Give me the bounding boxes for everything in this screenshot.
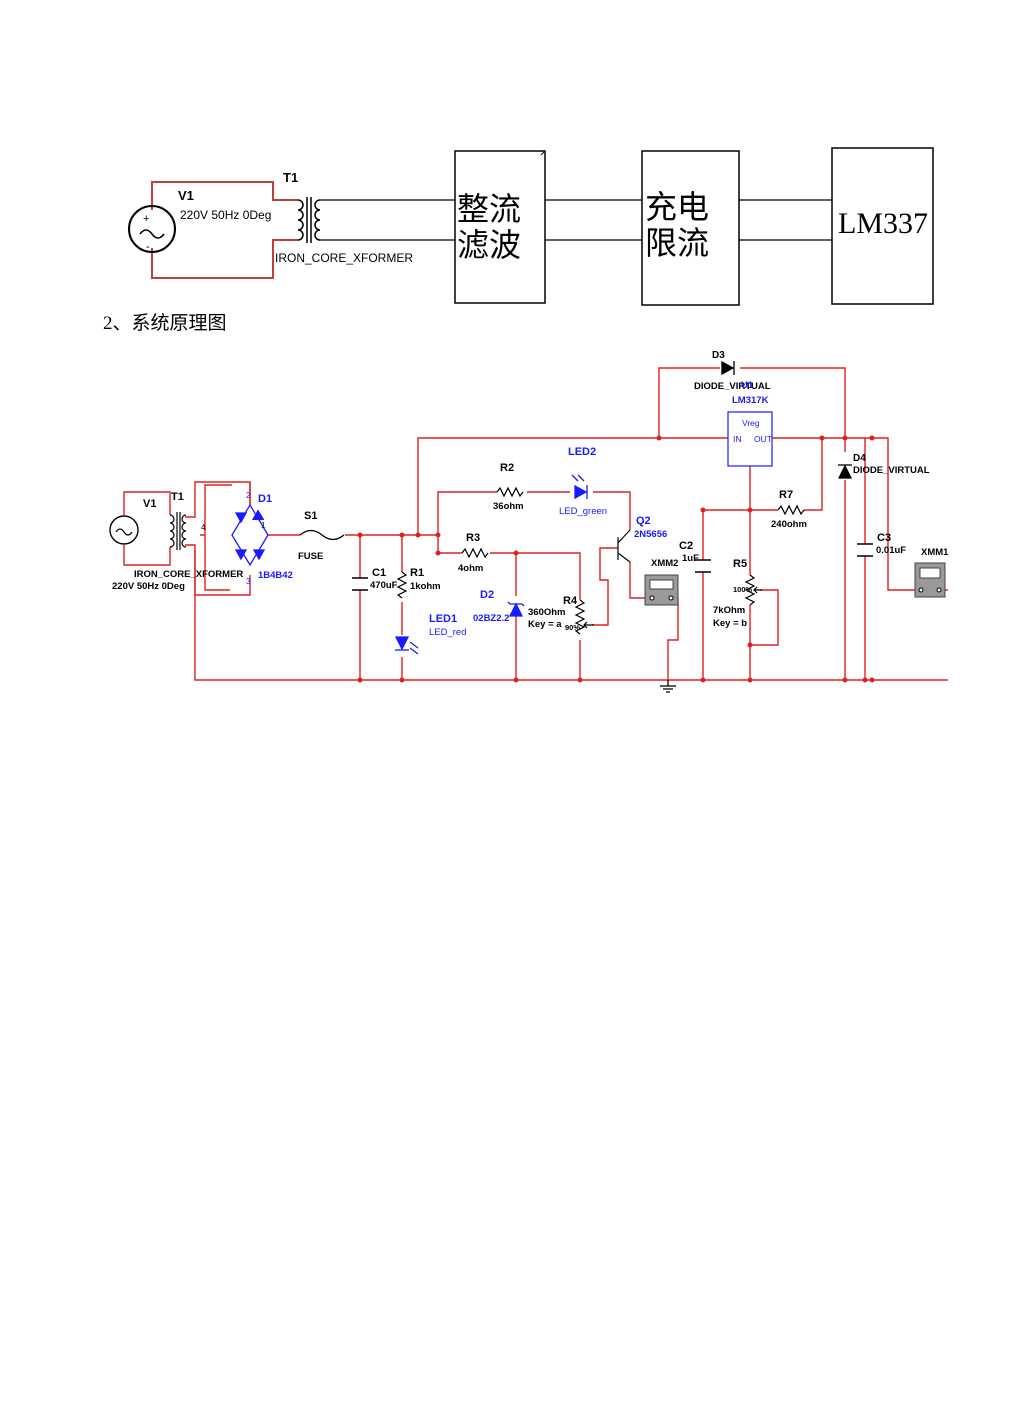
d1-label: D1 [258, 493, 272, 505]
r1-label: R1 [410, 567, 424, 579]
v1-value: 220V 50Hz 0Deg [112, 581, 185, 592]
c1-capacitor [352, 577, 368, 591]
u1-vreg: Vreg [742, 418, 760, 428]
d2-label: D2 [480, 589, 494, 601]
r4-potentiometer [574, 599, 586, 635]
c1-value: 470uF [370, 580, 398, 591]
svg-text:-: - [146, 241, 150, 253]
r2-resistor [496, 486, 524, 498]
rectifier-filter-line1: 整流 [457, 191, 521, 227]
c3-label: C3 [877, 532, 891, 544]
r5-percent: 100% [733, 585, 753, 594]
rectifier-filter-block [454, 150, 546, 304]
svg-text:+: + [143, 213, 149, 225]
v1-label: V1 [143, 498, 156, 510]
xmm1-label: XMM1 [921, 547, 949, 558]
r4-label: R4 [563, 595, 578, 607]
r7-label: R7 [779, 489, 793, 501]
r5-key: Key = b [713, 618, 747, 629]
block-connectors [320, 199, 832, 241]
d2-zener-symbol [507, 601, 525, 617]
q2-model: 2N5656 [634, 529, 667, 540]
d3-diode-symbol [721, 360, 735, 376]
u1-out-pin: OUT [754, 434, 772, 444]
led2-label: LED2 [568, 446, 596, 458]
r4-value: 360Ohm [528, 607, 566, 618]
d2-model: 02BZ2.2 [473, 613, 509, 624]
c3-capacitor [857, 543, 873, 557]
led1-model: LED_red [429, 627, 467, 638]
r3-label: R3 [466, 532, 480, 544]
bridge-rectifier-symbol [231, 503, 269, 567]
d3-label: D3 [712, 350, 725, 361]
transformer-symbol [297, 197, 321, 243]
lm317-regulator [727, 411, 773, 467]
charge-limit-line2: 限流 [645, 225, 709, 261]
d4-label: D4 [853, 453, 866, 464]
r7-value: 240ohm [771, 519, 807, 530]
charge-limit-line1: 充电 [645, 189, 709, 225]
svg-text:3: 3 [246, 577, 251, 586]
ac-source-symbol [109, 515, 139, 545]
t1-model: IRON_CORE_XFORMER [275, 251, 413, 265]
u1-model: LM317K [732, 395, 769, 406]
v1-value: 220V 50Hz 0Deg [180, 208, 271, 222]
svg-text:2: 2 [246, 491, 251, 500]
r2-value: 36ohm [493, 501, 524, 512]
d4-diode-symbol [837, 464, 853, 479]
r1-value: 1kohm [410, 581, 441, 592]
schematic-wires [123, 367, 948, 681]
t1-label: T1 [171, 491, 184, 503]
q2-transistor-symbol [617, 529, 631, 563]
r5-label: R5 [733, 558, 747, 570]
source-wire [151, 181, 298, 279]
svg-text:1: 1 [261, 521, 266, 530]
regulator-label: LM337 [838, 207, 928, 240]
regulator-block [831, 147, 934, 305]
r5-potentiometer [744, 574, 756, 606]
block-diagram: + - V1 220V 50Hz 0Deg T1 IRON_CORE_XFORM… [128, 147, 934, 306]
led2-model: LED_green [559, 506, 607, 517]
c3-value: 0.01uF [876, 545, 906, 556]
led2-symbol [571, 474, 588, 500]
ac-source-symbol [128, 205, 176, 253]
u1-label: U1 [741, 380, 754, 391]
t1-label: T1 [283, 170, 298, 185]
led1-label: LED1 [429, 613, 457, 625]
r3-resistor [461, 547, 489, 559]
r4-percent: 90% [565, 623, 580, 632]
xmm2-multimeter[interactable] [644, 574, 679, 606]
c1-label: C1 [372, 567, 386, 579]
r2-label: R2 [500, 462, 514, 474]
led1-symbol [394, 636, 419, 655]
s1-model: FUSE [298, 551, 323, 562]
d1-model: 1B4B42 [258, 570, 293, 581]
rectifier-filter-line2: 滤波 [457, 227, 521, 263]
r5-value: 7kOhm [713, 605, 745, 616]
fuse-symbol [299, 529, 345, 541]
u1-in-pin: IN [733, 434, 742, 444]
d4-model: DIODE_VIRTUAL [853, 465, 930, 476]
xmm1-multimeter[interactable] [914, 562, 946, 598]
v1-label: V1 [178, 188, 194, 203]
r3-value: 4ohm [458, 563, 483, 574]
charge-limit-block [641, 150, 740, 306]
c2-label: C2 [679, 540, 693, 552]
c2-value: 1uF [682, 553, 699, 564]
svg-text:4: 4 [201, 523, 206, 532]
t1-model: IRON_CORE_XFORMER [134, 569, 243, 580]
q2-label: Q2 [636, 515, 651, 527]
section-caption: 2、系统原理图 [103, 313, 227, 334]
d3-model: DIODE_VIRTUAL [694, 381, 771, 392]
xmm2-label: XMM2 [651, 558, 678, 569]
r1-resistor [396, 571, 408, 599]
s1-label: S1 [304, 510, 317, 522]
transformer-symbol [169, 512, 187, 550]
r7-resistor [777, 504, 805, 516]
ground-symbol [660, 680, 676, 693]
c2-capacitor [695, 559, 711, 573]
r4-key: Key = a [528, 619, 562, 630]
junction-dots [357, 435, 875, 683]
